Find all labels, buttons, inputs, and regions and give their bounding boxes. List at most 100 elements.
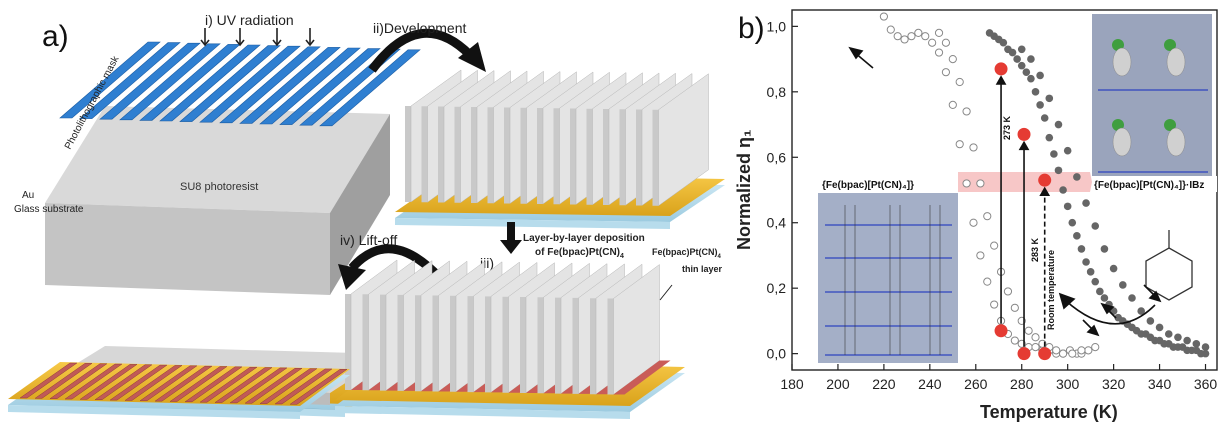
x-tick-label: 220 bbox=[872, 376, 896, 392]
cooling-point bbox=[1109, 264, 1118, 273]
heating-point bbox=[934, 28, 944, 38]
y-tick-label: 0,4 bbox=[767, 215, 787, 231]
arrowhead bbox=[995, 75, 1007, 85]
left-inset-label: {Fe(bpac)[Pt(CN)₄]} bbox=[822, 180, 914, 191]
heating-point bbox=[983, 277, 992, 286]
heating-point bbox=[900, 35, 909, 44]
cooling-point bbox=[1183, 336, 1191, 345]
development-label: ii)Development bbox=[373, 20, 466, 36]
highlight-point bbox=[1038, 173, 1052, 187]
panel-a-label: a) bbox=[42, 20, 69, 53]
arrowhead bbox=[1018, 140, 1030, 151]
heating-point bbox=[948, 100, 957, 110]
highlight-point bbox=[994, 62, 1008, 76]
material-stripe bbox=[289, 369, 348, 405]
cooling-point bbox=[1040, 114, 1049, 122]
cooling-point bbox=[1146, 317, 1155, 325]
glass-label: Glass substrate bbox=[14, 204, 84, 215]
x-tick-label: 240 bbox=[918, 376, 942, 392]
x-tick-label: 360 bbox=[1194, 376, 1218, 392]
heating-point bbox=[1031, 342, 1040, 352]
au-label: Au bbox=[22, 190, 34, 201]
cooling-point bbox=[1174, 333, 1182, 342]
x-tick-label: 340 bbox=[1148, 376, 1172, 392]
heating-point bbox=[1031, 333, 1040, 342]
cooling-point bbox=[1164, 330, 1173, 338]
highlight-point bbox=[1038, 347, 1052, 361]
heating-point bbox=[1052, 346, 1061, 355]
heating-point bbox=[1084, 346, 1093, 355]
cooling-point bbox=[1119, 281, 1127, 289]
cooling-point bbox=[1063, 202, 1072, 211]
mask-stripe bbox=[179, 45, 281, 122]
cooling-point bbox=[1155, 323, 1164, 332]
right-inset-label: {Fe(bpac)[Pt(CN)₄]}·IBz bbox=[1094, 180, 1204, 191]
heating-point bbox=[879, 12, 888, 21]
lbl-line1: Layer-by-layer deposition bbox=[523, 233, 645, 244]
heating-point bbox=[893, 32, 902, 41]
material-stripe bbox=[259, 368, 318, 404]
cooling-point bbox=[1096, 287, 1104, 296]
y-tick-label: 0,6 bbox=[767, 149, 787, 165]
mask-stripe bbox=[99, 42, 201, 120]
cooling-point bbox=[999, 38, 1008, 47]
su8-label: SU8 photoresist bbox=[180, 181, 258, 193]
annot-room: Room temperature bbox=[1046, 250, 1056, 330]
heating-point bbox=[1010, 336, 1019, 345]
heating-point bbox=[934, 48, 944, 57]
cooling-point bbox=[1082, 258, 1090, 266]
cooling-point bbox=[1201, 343, 1210, 351]
heating-point bbox=[983, 212, 992, 221]
cooling-point bbox=[1100, 245, 1109, 253]
cooling-point bbox=[1082, 199, 1090, 207]
material-stripe bbox=[79, 364, 138, 400]
cooling-point bbox=[1050, 150, 1058, 158]
material-stripe bbox=[49, 363, 108, 399]
heating-point bbox=[962, 179, 971, 188]
mask-stripe bbox=[279, 48, 381, 125]
mask-stripe bbox=[119, 43, 221, 121]
cooling-point bbox=[1045, 94, 1054, 103]
cooling-point bbox=[1086, 268, 1095, 276]
liftoff-arrowhead bbox=[338, 264, 366, 290]
cooling-point bbox=[1017, 45, 1026, 54]
highlight-point bbox=[1017, 127, 1031, 141]
heating-point bbox=[1077, 346, 1086, 355]
cooling-point bbox=[1036, 71, 1044, 80]
x-tick-label: 260 bbox=[964, 376, 988, 392]
cooling-point bbox=[1054, 166, 1063, 175]
left-crystal-inset bbox=[818, 193, 958, 363]
x-tick-label: 280 bbox=[1010, 376, 1034, 392]
heating-point bbox=[928, 38, 937, 47]
thin-layer-line1: Fe(bpac)Pt(CN)4 bbox=[652, 247, 722, 260]
x-axis-label: Temperature (K) bbox=[980, 402, 1118, 422]
cooling-point bbox=[1073, 173, 1081, 181]
cooling-point bbox=[1027, 74, 1035, 83]
cooling-point bbox=[1100, 294, 1109, 302]
annotation-arrows bbox=[848, 46, 1162, 347]
heating-point bbox=[990, 241, 999, 250]
cooling-point bbox=[1027, 55, 1035, 63]
heating-point bbox=[955, 77, 964, 87]
mask-stripe bbox=[199, 45, 301, 123]
cooling-point bbox=[1077, 245, 1086, 253]
deposited-walls bbox=[345, 259, 671, 395]
material-stripe bbox=[19, 362, 78, 399]
mask-stripe bbox=[219, 46, 321, 124]
y-axis-label: Normalized η₁ bbox=[734, 130, 754, 250]
heating-point bbox=[962, 107, 971, 116]
cooling-point bbox=[1031, 88, 1040, 96]
material-stripe bbox=[214, 367, 273, 403]
left-label-box bbox=[818, 176, 958, 192]
highlight-point bbox=[1017, 347, 1031, 361]
cooling-point bbox=[1201, 349, 1210, 358]
heating-point bbox=[955, 140, 964, 149]
mask-stripe bbox=[319, 49, 421, 127]
development-arrow bbox=[368, 28, 474, 73]
heating-point bbox=[976, 179, 985, 188]
material-stripe bbox=[64, 363, 123, 400]
transition-band bbox=[958, 172, 1092, 192]
heating-point bbox=[941, 38, 951, 47]
photoresist-block bbox=[45, 106, 390, 295]
